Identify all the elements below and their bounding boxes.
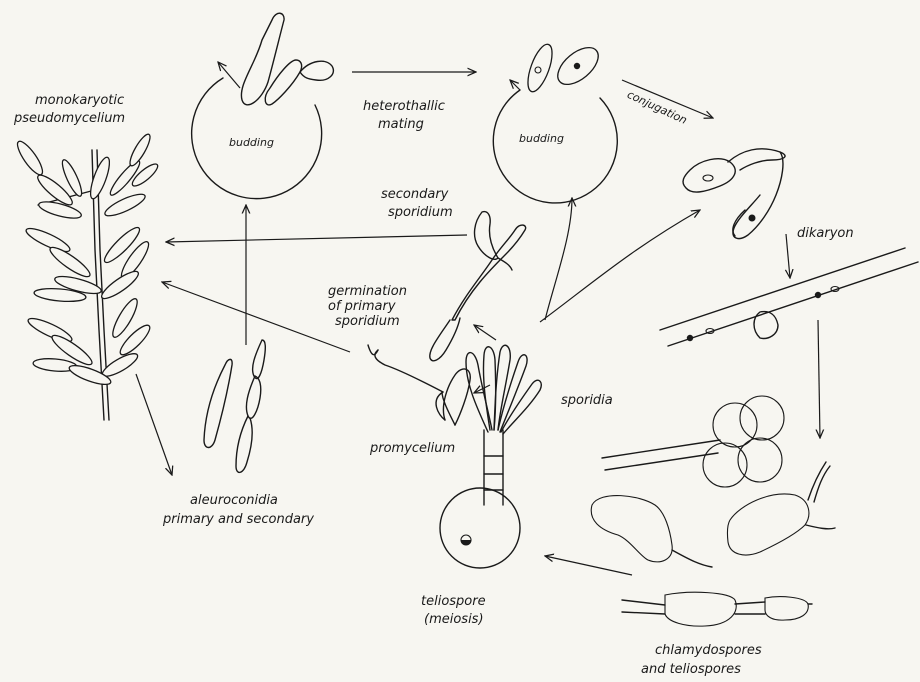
label-monokaryotic: monokaryotic bbox=[35, 93, 124, 108]
label-promycelium: promycelium bbox=[370, 441, 455, 456]
label-and-teliospores: and teliospores bbox=[641, 662, 741, 677]
label-aleuroconidia: aleuroconidia bbox=[190, 493, 278, 508]
aleuroconidia-drawing bbox=[204, 340, 265, 472]
arrow-germination-to-pseudomycelium bbox=[162, 282, 350, 352]
chlamydospore-cluster bbox=[602, 396, 784, 487]
label-teliospore: teliospore bbox=[421, 594, 486, 609]
arrow-to-chlamydospores bbox=[818, 320, 820, 438]
label-sporidium: sporidium bbox=[388, 205, 453, 220]
pseudomycelium-drawing bbox=[14, 132, 161, 420]
label-sporidia: sporidia bbox=[561, 393, 613, 408]
label-dikaryon: dikaryon bbox=[797, 226, 854, 241]
label-primary-and-secondary: primary and secondary bbox=[163, 512, 314, 527]
budding-cell-right bbox=[493, 41, 617, 203]
arrow-to-teliospore bbox=[545, 556, 632, 575]
label-heterothallic: heterothallic bbox=[363, 99, 445, 114]
label-meiosis: (meiosis) bbox=[424, 612, 484, 627]
label-secondary: secondary bbox=[381, 187, 448, 202]
arrow-to-conjugation-cells bbox=[540, 210, 700, 322]
arrow-to-right-budding bbox=[545, 198, 572, 320]
chlamydospores bbox=[591, 462, 835, 626]
label-chlamydospores: chlamydospores bbox=[655, 643, 762, 658]
label-primary-sporidium: sporidium bbox=[335, 314, 400, 329]
arrow-secondary-to-pseudomycelium bbox=[166, 235, 467, 242]
teliospore-drawing bbox=[368, 345, 541, 568]
label-budding-right: budding bbox=[519, 131, 564, 146]
label-pseudomycelium: pseudomycelium bbox=[14, 111, 125, 126]
secondary-sporidium-drawing bbox=[430, 212, 526, 361]
arrow-pseudomycelium-to-aleuroconidia bbox=[136, 374, 172, 475]
arrow-to-germination bbox=[474, 325, 496, 340]
budding-cell-left bbox=[192, 13, 334, 198]
label-germination: germination bbox=[328, 284, 407, 299]
label-budding-left: budding bbox=[229, 135, 274, 150]
arrow-to-dikaryon bbox=[786, 234, 790, 278]
conjugation-cells bbox=[683, 149, 785, 239]
label-of-primary: of primary bbox=[328, 299, 396, 314]
label-mating: mating bbox=[378, 117, 424, 132]
